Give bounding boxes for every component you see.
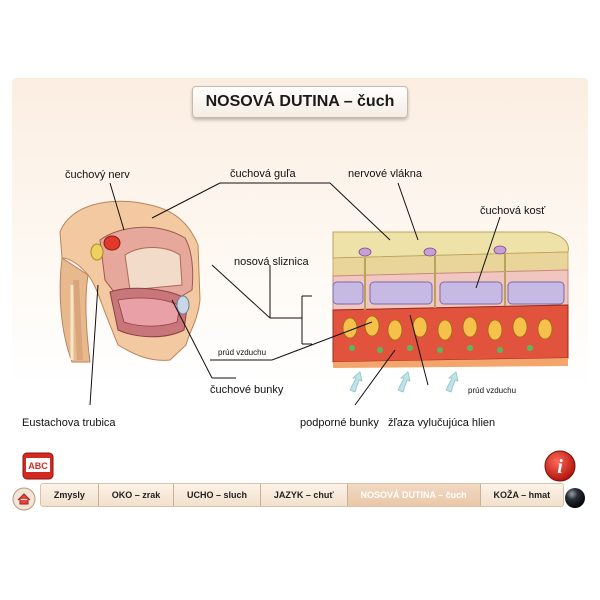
home-button[interactable]: [12, 487, 36, 511]
sphere-icon: [565, 488, 585, 508]
label-cuchovy-nerv: čuchový nerv: [65, 169, 130, 181]
info-icon: i: [544, 450, 576, 482]
section-tabs: Zmysly OKO – zrak UCHO – sluch JAZYK – c…: [40, 483, 564, 507]
tab-jazyk-chut[interactable]: JAZYK – chuť: [261, 484, 348, 506]
airflow-arrows: [349, 371, 459, 393]
abc-icon-text: ABC: [28, 461, 48, 471]
label-cuchove-bunky: čuchové bunky: [210, 384, 284, 396]
label-cuchova-gula: čuchová guľa: [230, 168, 296, 180]
info-button[interactable]: i: [544, 450, 576, 482]
label-nosova-sliznica: nosová sliznica: [234, 256, 309, 268]
label-zlaza: žľaza vylučujúca hlien: [388, 417, 496, 429]
tab-nosova-dutina-cuch[interactable]: NOSOVÁ DUTINA – čuch: [347, 484, 481, 506]
label-cuchova-kost: čuchová kosť: [480, 205, 546, 217]
bottom-navigation: Zmysly OKO – zrak UCHO – sluch JAZYK – c…: [12, 483, 588, 521]
label-eustachova-trubica: Eustachova trubica: [22, 417, 116, 429]
head-cross-section: [59, 200, 201, 363]
label-leader-lines: [89, 182, 501, 406]
tab-koza-hmat[interactable]: KOŽA – hmat: [493, 490, 551, 500]
label-prud-vzduchu-left: prúd vzduchu: [218, 348, 267, 357]
abc-dictionary-button[interactable]: ABC: [22, 452, 54, 480]
tab-oko-zrak[interactable]: OKO – zrak: [99, 484, 175, 506]
home-icon: [12, 487, 36, 511]
tab-zmysly[interactable]: Zmysly: [41, 484, 99, 506]
tab-ucho-sluch[interactable]: UCHO – sluch: [174, 484, 261, 506]
page-title: NOSOVÁ DUTINA – čuch: [192, 86, 408, 118]
tissue-cross-section: [332, 231, 569, 368]
label-prud-vzduchu-right: prúd vzduchu: [468, 386, 517, 395]
abc-icon: ABC: [22, 452, 54, 480]
label-nervove-vlakna: nervové vlákna: [348, 168, 422, 180]
label-podporne-bunky: podporné bunky: [300, 417, 379, 429]
info-icon-text: i: [557, 456, 563, 478]
sphere-button[interactable]: [564, 487, 586, 509]
